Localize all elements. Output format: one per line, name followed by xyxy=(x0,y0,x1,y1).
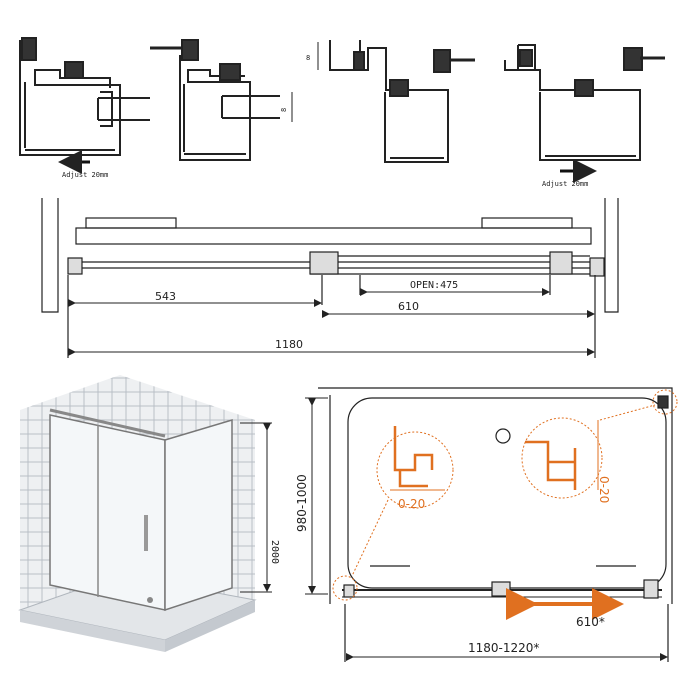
profile-detail-1 xyxy=(19,37,150,156)
height-label: 2000 xyxy=(269,540,280,564)
dim-1180-label: 1180 xyxy=(275,338,303,351)
detail-callout-left: 0-20 xyxy=(332,426,454,601)
gap-label-2: 8 xyxy=(306,54,310,62)
depth-dimension: 980-1000 xyxy=(295,397,328,595)
width-label: 1180-1220* xyxy=(468,641,539,655)
profile-detail-3 xyxy=(329,40,475,163)
dim-open: OPEN:475 xyxy=(360,280,550,296)
adjust-label-left: Adjust 20mm xyxy=(62,171,108,179)
slide-arrow: 610* xyxy=(506,588,624,629)
gap-label-1: 8 xyxy=(280,108,288,112)
iso-view: 2000 xyxy=(18,375,280,652)
plan-view xyxy=(318,387,673,662)
dim-610-label: 610 xyxy=(398,300,419,313)
width-dimension: 1180-1220* xyxy=(346,641,668,661)
depth-label: 980-1000 xyxy=(295,474,309,532)
profile-detail-4 xyxy=(504,44,665,161)
slide-label: 610* xyxy=(576,615,605,629)
adjust-label-right-plan: 0-20 xyxy=(597,476,611,503)
detail-callout-right: 0-20 xyxy=(521,389,678,503)
profile-detail-2 xyxy=(150,39,280,161)
gap-marker-1: 8 xyxy=(280,92,293,122)
dim-543: 543 xyxy=(68,290,322,307)
dim-1180: 1180 xyxy=(68,338,595,356)
dim-open-label: OPEN:475 xyxy=(410,280,458,291)
adjust-label-right: Adjust 20mm xyxy=(542,180,588,188)
gap-marker-2: 8 xyxy=(306,42,319,70)
arrow-left-adjust: Adjust 20mm xyxy=(58,150,108,179)
dim-543-label: 543 xyxy=(155,290,176,303)
top-view xyxy=(41,198,619,358)
dim-610: 610 xyxy=(322,300,595,318)
adjust-label-left-plan: 0-20 xyxy=(398,497,425,511)
arrow-right-adjust: Adjust 20mm xyxy=(542,159,597,188)
